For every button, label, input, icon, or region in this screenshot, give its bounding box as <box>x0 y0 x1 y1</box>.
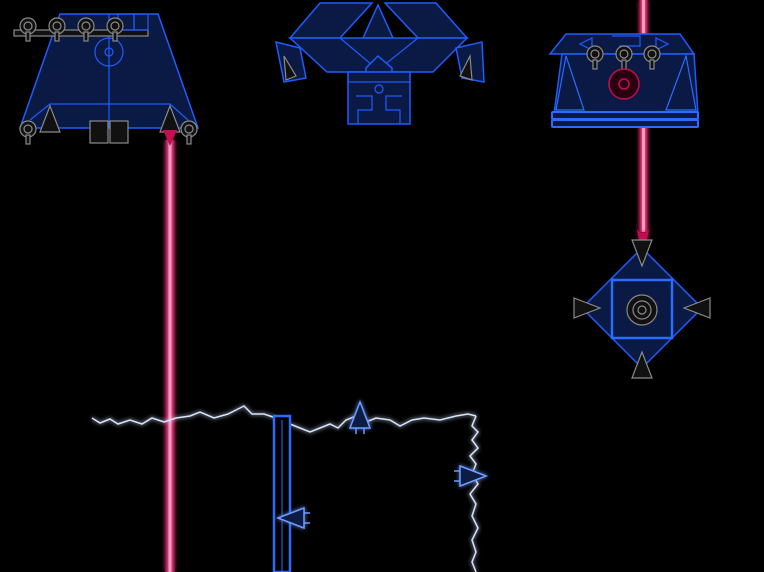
mothership-left[interactable] <box>13 13 200 146</box>
fighter-icon <box>275 506 305 530</box>
hull-deck <box>29 103 189 121</box>
core-dot <box>104 47 114 57</box>
landing-rail <box>551 119 699 128</box>
laser-beam-left <box>165 140 175 572</box>
terrain-outline <box>91 405 479 572</box>
terrain-ridge-right <box>289 413 477 433</box>
diamond-drone[interactable] <box>573 224 711 379</box>
mothership-right[interactable] <box>548 33 699 128</box>
player-fighter-top[interactable] <box>348 399 372 434</box>
laser-emitter-icon <box>163 130 177 146</box>
fighter-icon <box>459 464 489 488</box>
fighter-icon <box>459 53 473 81</box>
strut-right <box>665 53 697 111</box>
strut-left <box>555 55 585 111</box>
wing-panel <box>383 2 469 39</box>
turret-icon <box>19 120 37 145</box>
hatch-icon <box>89 120 109 144</box>
turret-icon <box>180 120 198 145</box>
arrow-right-icon <box>655 37 670 51</box>
beam-core <box>168 140 172 572</box>
reactor-dot <box>618 78 630 90</box>
core-orb-icon <box>626 294 658 326</box>
hangar-block <box>347 71 411 125</box>
core-ring-icon <box>94 37 124 67</box>
terrain-ridge-left <box>91 405 277 425</box>
fighter-icon <box>573 297 602 319</box>
hangar-light-icon <box>374 84 384 94</box>
fighter-icon <box>348 399 372 429</box>
fighter-icon <box>39 104 61 133</box>
fighter-icon <box>682 297 711 319</box>
claw-left-icon <box>275 40 307 83</box>
terrain-cliff <box>469 415 479 572</box>
landing-rail <box>551 111 699 120</box>
hangar-top <box>347 71 411 83</box>
hatch-icon <box>109 120 129 144</box>
player-fighter-right[interactable] <box>454 464 489 488</box>
mothership-center[interactable] <box>275 2 485 125</box>
fighter-icon <box>283 55 297 81</box>
core-orb-dot <box>637 305 647 315</box>
turret-icon <box>19 17 37 42</box>
hull <box>288 37 469 73</box>
hangar-maze <box>356 95 373 124</box>
fighter-icon <box>631 239 653 268</box>
fighter-icon <box>631 350 653 379</box>
reactor-core-icon <box>608 68 640 100</box>
player-fighter-left[interactable] <box>275 506 310 530</box>
beam-clamp-icon <box>636 224 650 240</box>
core-orb-ring <box>632 300 652 320</box>
fin-icon <box>361 3 395 39</box>
arrow-left-icon <box>578 37 593 51</box>
hangar-maze <box>385 95 402 124</box>
wing-panel <box>288 2 374 39</box>
